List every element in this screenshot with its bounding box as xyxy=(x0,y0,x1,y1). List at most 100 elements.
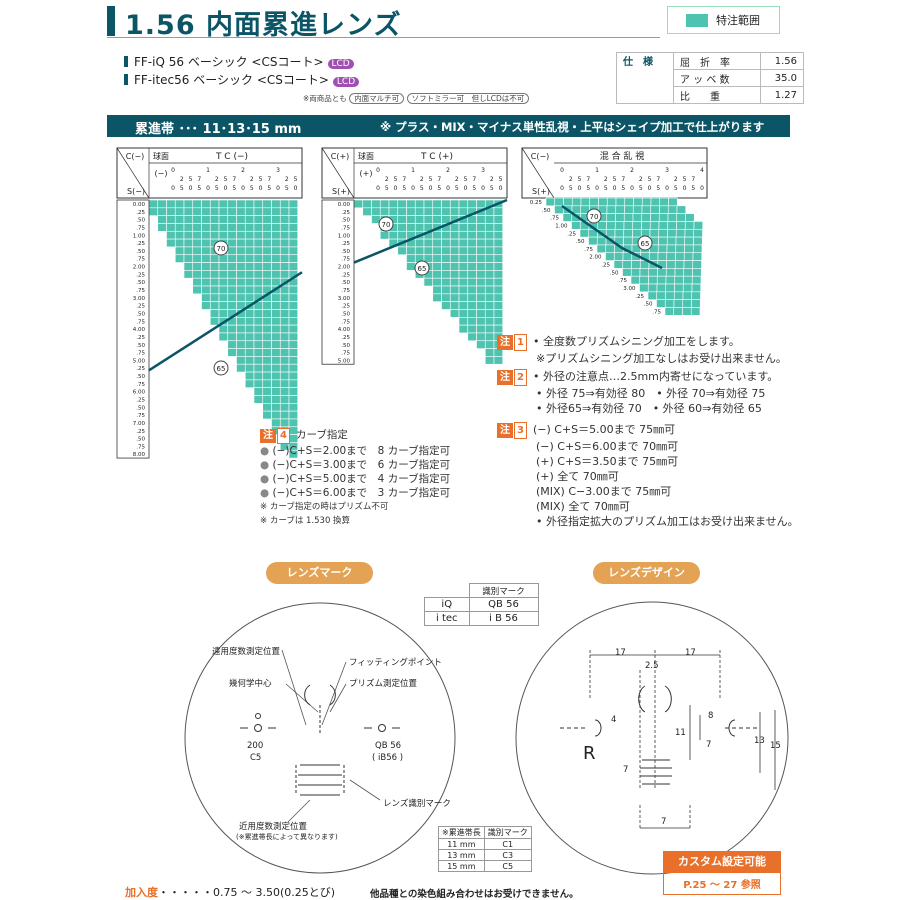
grid-cell xyxy=(244,348,255,357)
s-tick: .50 xyxy=(136,218,145,224)
grid-cell xyxy=(615,205,625,214)
grid-cell xyxy=(633,197,643,207)
c-tick-bot: 0 xyxy=(648,185,652,192)
corridor-len: 13 mm xyxy=(438,849,485,861)
corridor-header: 識別マーク xyxy=(483,826,532,839)
banner xyxy=(107,115,790,137)
dim-17-left: 17 xyxy=(615,648,626,658)
product-1-name: FF-iQ 56 ベーシック <CSコート> xyxy=(134,55,324,69)
grid-cell xyxy=(288,449,299,459)
grid-cell xyxy=(288,309,299,318)
grid-cell xyxy=(484,340,495,349)
grid-cell xyxy=(493,246,504,256)
grid-cell xyxy=(174,215,185,224)
grid-cell xyxy=(690,307,701,316)
grid-cell xyxy=(227,324,237,334)
note4-item-text: (−)C+S＝6.00まで 3 カーブ指定可 xyxy=(272,487,451,499)
grid-cell xyxy=(458,246,469,256)
grid-cell xyxy=(476,199,486,209)
corridor-header: ※累進帯長 xyxy=(438,826,485,839)
c-tick-bot: 0 xyxy=(171,185,175,192)
product-note-prefix: ※両商品とも xyxy=(303,94,347,103)
grid-cell xyxy=(236,199,246,209)
c-tick-bot: 0 xyxy=(595,185,599,192)
s-tick: 4.00 xyxy=(338,327,351,333)
grid-cell xyxy=(271,356,281,365)
grid-cell xyxy=(622,260,632,269)
grid-cell xyxy=(192,277,202,287)
grid-cell xyxy=(467,309,477,318)
corridor-mark: C1 xyxy=(483,838,532,850)
s-tick: 2.00 xyxy=(338,265,351,271)
s-tick: .75 xyxy=(136,351,145,357)
zone-65-marker xyxy=(414,260,430,276)
grid-cell xyxy=(476,316,486,326)
grid-cell xyxy=(441,285,451,295)
grid-cell xyxy=(279,418,290,428)
grid-cell xyxy=(271,215,281,224)
grid-cell xyxy=(279,199,290,209)
s-axis-box xyxy=(116,199,150,459)
grid-cell xyxy=(493,270,504,279)
grid-cell xyxy=(262,348,272,357)
s-axis-box xyxy=(321,199,355,365)
grid-cell xyxy=(467,270,477,279)
c-tick-mid: 7 xyxy=(586,176,590,183)
grid-cell xyxy=(624,205,634,214)
grid-cell xyxy=(476,254,486,263)
s-tick: 2.00 xyxy=(133,265,146,271)
s-tick: .50 xyxy=(341,343,350,349)
c-tick-bot: 0 xyxy=(560,185,564,192)
c-tick-top: 3 xyxy=(276,167,280,174)
grid-cell xyxy=(674,268,685,277)
dim-7-lower: 7 xyxy=(623,765,629,775)
grid-cell xyxy=(545,197,556,207)
note4-item-text: (−)C+S＝2.00まで 8 カーブ指定可 xyxy=(272,445,451,457)
c-tick-bot: 0 xyxy=(429,185,433,192)
grid-cell xyxy=(467,262,477,271)
grid-cell xyxy=(262,363,272,373)
c-tick-bot: 5 xyxy=(215,185,219,192)
grid-cell xyxy=(476,238,486,248)
grid-cell xyxy=(648,275,658,285)
s-tick: 3.00 xyxy=(623,286,636,292)
grid-cell xyxy=(227,199,237,209)
s-tick: .75 xyxy=(136,413,145,419)
grid-cell xyxy=(432,277,442,287)
grid-cell xyxy=(493,277,504,287)
s-tick: .50 xyxy=(576,239,585,245)
grid-cell xyxy=(693,228,703,238)
c-tick-mid: 2 xyxy=(569,176,573,183)
grid-cell xyxy=(406,199,416,209)
c-tick-bot: 5 xyxy=(267,185,271,192)
pill-inner-multi: 内面マルチ可 xyxy=(349,93,405,104)
grid-cell xyxy=(271,379,281,388)
s-tick: .25 xyxy=(136,366,145,372)
grid-cell xyxy=(476,246,486,256)
grid-cell xyxy=(597,221,607,230)
grid-cell xyxy=(682,291,693,300)
grid-cell xyxy=(279,301,290,310)
grid-cell xyxy=(682,307,692,316)
grid-cell xyxy=(441,246,451,256)
grid-cell xyxy=(227,285,237,295)
c-tick-top: 1 xyxy=(411,167,415,174)
s-tick: .25 xyxy=(341,272,350,278)
c-axis-label: C(−) xyxy=(531,152,550,161)
s-tick: .50 xyxy=(341,280,350,286)
c-tick-mid: 2 xyxy=(674,176,678,183)
chart-header xyxy=(116,147,303,199)
grid-cell xyxy=(192,215,202,224)
mark-c5: C5 xyxy=(250,753,262,763)
s-tick: 0.25 xyxy=(530,200,543,206)
grid-cell xyxy=(423,246,434,256)
grid-cell xyxy=(244,356,255,365)
grid-cell xyxy=(476,324,486,334)
corridor-mark: C3 xyxy=(483,849,532,861)
grid-cell xyxy=(606,221,616,230)
grid-cell xyxy=(397,246,407,256)
grid-cell xyxy=(262,371,272,381)
c-tick-bot: 0 xyxy=(394,185,398,192)
grid-cell xyxy=(262,356,272,365)
